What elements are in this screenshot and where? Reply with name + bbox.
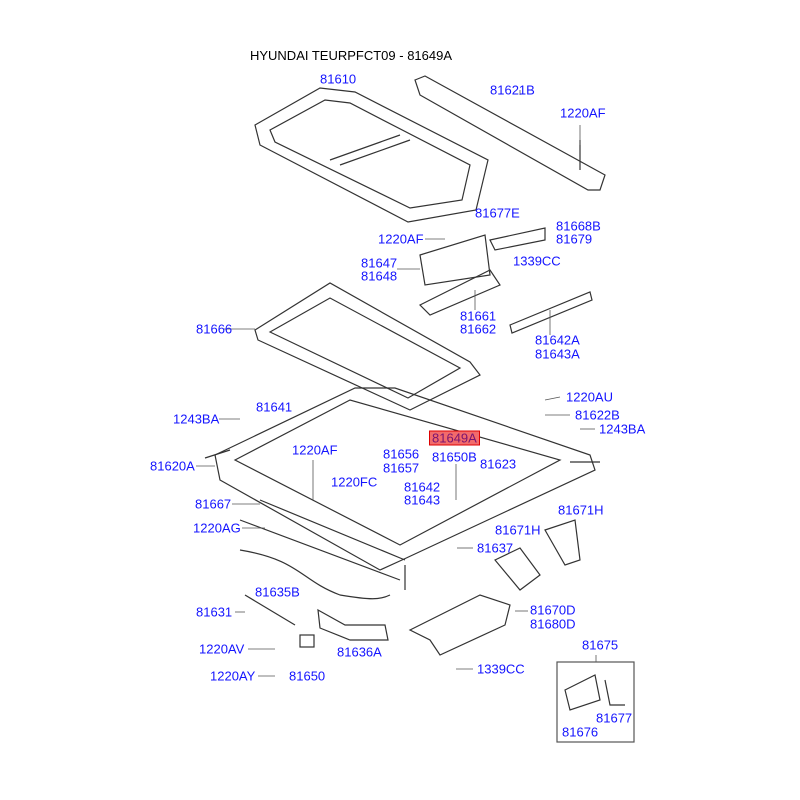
part-label[interactable]: 1220AU: [566, 389, 613, 405]
part-label[interactable]: 81657: [383, 460, 420, 476]
part-label[interactable]: 81661: [460, 308, 497, 324]
part-label[interactable]: 81622B: [575, 407, 620, 423]
part-label[interactable]: 81643: [404, 492, 441, 508]
part-label[interactable]: 81666: [196, 321, 233, 337]
part-label[interactable]: 1220AV: [199, 641, 245, 657]
tool-kit-box: [556, 661, 635, 743]
leader-lines: [196, 90, 597, 677]
part-label[interactable]: 81679: [556, 231, 593, 247]
brackets: [408, 227, 593, 656]
part-label[interactable]: 81642A: [535, 332, 580, 348]
part-label[interactable]: 1220FC: [331, 474, 378, 490]
glass-panel: [254, 87, 489, 223]
part-label[interactable]: 81671H: [495, 522, 541, 538]
part-label[interactable]: 1339CC: [513, 253, 561, 269]
highlighted-part-label[interactable]: 81649A: [429, 430, 480, 446]
part-label[interactable]: 81621B: [490, 82, 535, 98]
part-label[interactable]: 81656: [383, 446, 420, 462]
part-label[interactable]: 81641: [256, 399, 293, 415]
motor-cables: [239, 549, 391, 648]
part-label[interactable]: 81610: [320, 71, 357, 87]
main-frame: [204, 387, 600, 590]
part-label[interactable]: 81668B: [556, 218, 601, 234]
part-label[interactable]: 81642: [404, 479, 441, 495]
part-label[interactable]: 81637: [477, 540, 514, 556]
part-label[interactable]: 81620A: [150, 458, 195, 474]
part-label[interactable]: 81680D: [530, 616, 576, 632]
part-label[interactable]: 81623: [480, 456, 517, 472]
part-label[interactable]: 81636A: [337, 644, 382, 660]
diagram-title: HYUNDAI TEURPFCT09 - 81649A: [249, 48, 453, 63]
part-label[interactable]: 81675: [582, 637, 619, 653]
part-label[interactable]: 1220AG: [193, 520, 241, 536]
part-label[interactable]: 81677: [596, 710, 633, 726]
part-label[interactable]: 81662: [460, 321, 497, 337]
part-label[interactable]: 81650: [289, 668, 326, 684]
part-label[interactable]: 81671H: [558, 502, 604, 518]
part-label[interactable]: 81635B: [255, 584, 300, 600]
part-label[interactable]: 1220AF: [292, 442, 338, 458]
part-label[interactable]: 81648: [361, 268, 398, 284]
part-label[interactable]: 1243BA: [599, 421, 646, 437]
part-label[interactable]: 81643A: [535, 346, 580, 362]
part-label[interactable]: 81650B: [432, 449, 477, 465]
part-label[interactable]: 1220AF: [560, 105, 606, 121]
part-label[interactable]: 81670D: [530, 602, 576, 618]
part-label[interactable]: 1220AF: [378, 231, 424, 247]
part-label[interactable]: 81676: [562, 724, 599, 740]
part-label[interactable]: 81631: [196, 604, 233, 620]
part-label[interactable]: 81667: [195, 496, 232, 512]
part-label[interactable]: 1243BA: [173, 411, 220, 427]
part-label[interactable]: 1220AY: [210, 668, 256, 684]
sunshade-frame: [254, 282, 481, 411]
part-label[interactable]: 81647: [361, 255, 398, 271]
part-label[interactable]: 1339CC: [477, 661, 525, 677]
part-label[interactable]: 81677E: [475, 205, 520, 221]
